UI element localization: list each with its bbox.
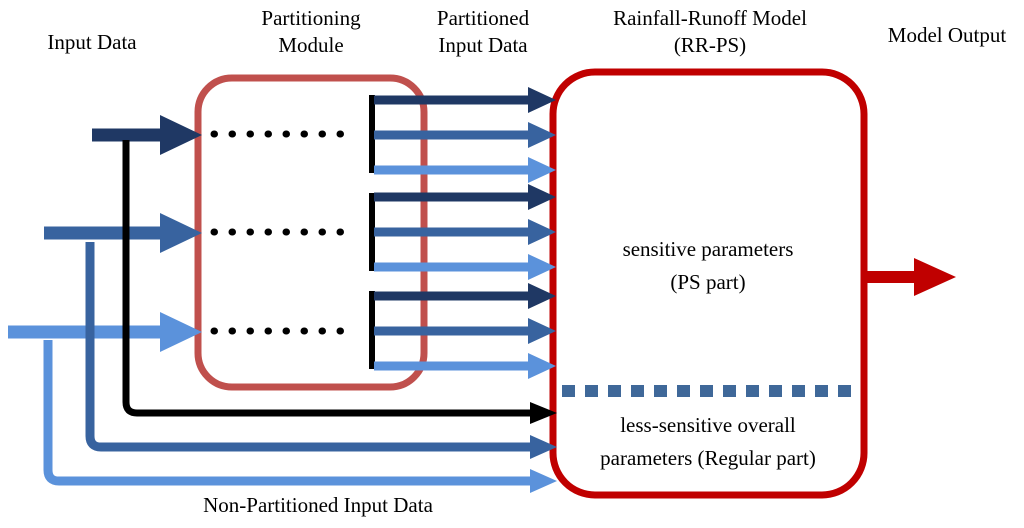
model-output-label: Model Output (887, 23, 1007, 47)
partitioned-input-data-label: Partitioned Input Data (436, 6, 530, 58)
input-data-label: Input Data (47, 30, 137, 54)
input-arrow-light (8, 312, 202, 352)
bypass-line-medium (85, 242, 530, 452)
input-arrow-dark (92, 115, 202, 155)
rainfall-runoff-model-label: Rainfall-Runoff Model (RR-PS) (613, 6, 807, 58)
partitioned-arrow-3-light (374, 353, 556, 379)
less-sensitive-parameters-label: less-sensitive overall parameters (Regul… (600, 413, 816, 470)
partitioned-arrow-3-medium (374, 318, 556, 344)
partitioned-arrow-1-medium (374, 122, 556, 148)
non-partitioned-input-data-label: Non-Partitioned Input Data (203, 493, 433, 517)
partitioned-arrow-1-light (374, 157, 556, 183)
partitioned-arrow-3-dark (374, 283, 556, 309)
model-output-arrow (862, 258, 956, 296)
partitioned-arrow-2-light (374, 254, 556, 280)
partitioned-arrow-2-dark (374, 184, 556, 210)
partitioned-arrow-1-dark (374, 87, 556, 113)
bypass-arrowhead-light (530, 469, 557, 493)
bypass-line-black (122, 140, 530, 417)
model-box (549, 68, 868, 499)
partitioned-arrow-2-medium (374, 219, 556, 245)
bypass-line-light (43, 340, 530, 486)
partitioning-module-label: Partitioning Module (261, 6, 361, 58)
bypass-arrowhead-medium (530, 435, 557, 459)
bypass-arrowhead-black (530, 402, 557, 424)
sensitive-parameters-label: sensitive parameters (PS part) (622, 237, 794, 294)
